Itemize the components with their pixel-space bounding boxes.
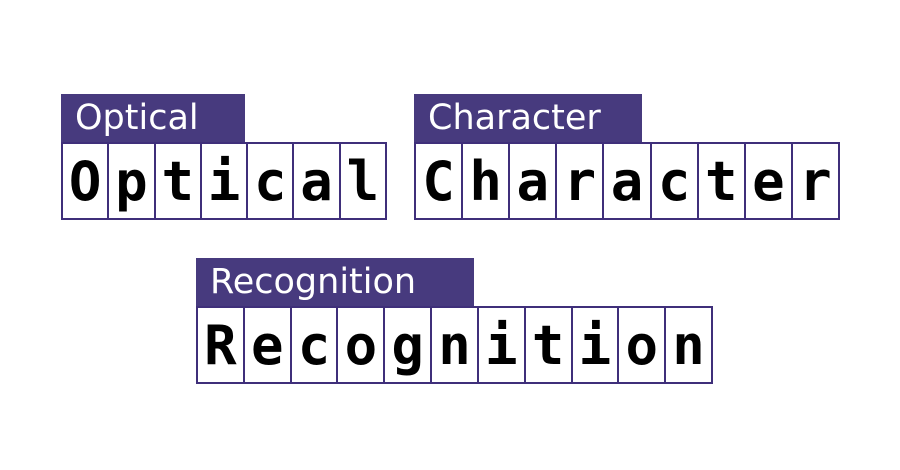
character-cell: h	[461, 144, 508, 218]
character-cell: i	[199, 144, 246, 218]
character-cell: n	[430, 308, 477, 382]
character-cell: o	[336, 308, 383, 382]
character-cell: e	[743, 144, 791, 218]
character-cell: t	[153, 144, 200, 218]
word-label: Optical	[61, 94, 245, 142]
word-label: Character	[414, 94, 642, 142]
character-cell: R	[204, 313, 237, 377]
character-cell: c	[289, 308, 337, 382]
character-cell: e	[242, 308, 290, 382]
character-cell: t	[696, 144, 744, 218]
character-cell: r	[790, 144, 838, 218]
character-cell: n	[664, 308, 711, 382]
character-cell: l	[338, 144, 385, 218]
character-cell: a	[508, 144, 555, 218]
character-cell: t	[523, 308, 571, 382]
character-cell: p	[107, 144, 153, 218]
character-cell: c	[649, 144, 697, 218]
character-cell: i	[570, 308, 618, 382]
character-cell: C	[422, 149, 455, 213]
character-cell: o	[617, 308, 664, 382]
character-cell: O	[68, 149, 102, 213]
character-cell: r	[555, 144, 602, 218]
character-cell: g	[383, 308, 430, 382]
character-cell: c	[246, 144, 292, 218]
character-cell: a	[292, 144, 338, 218]
character-cell: i	[476, 308, 524, 382]
character-cell: a	[602, 144, 649, 218]
word-label: Recognition	[196, 258, 474, 306]
